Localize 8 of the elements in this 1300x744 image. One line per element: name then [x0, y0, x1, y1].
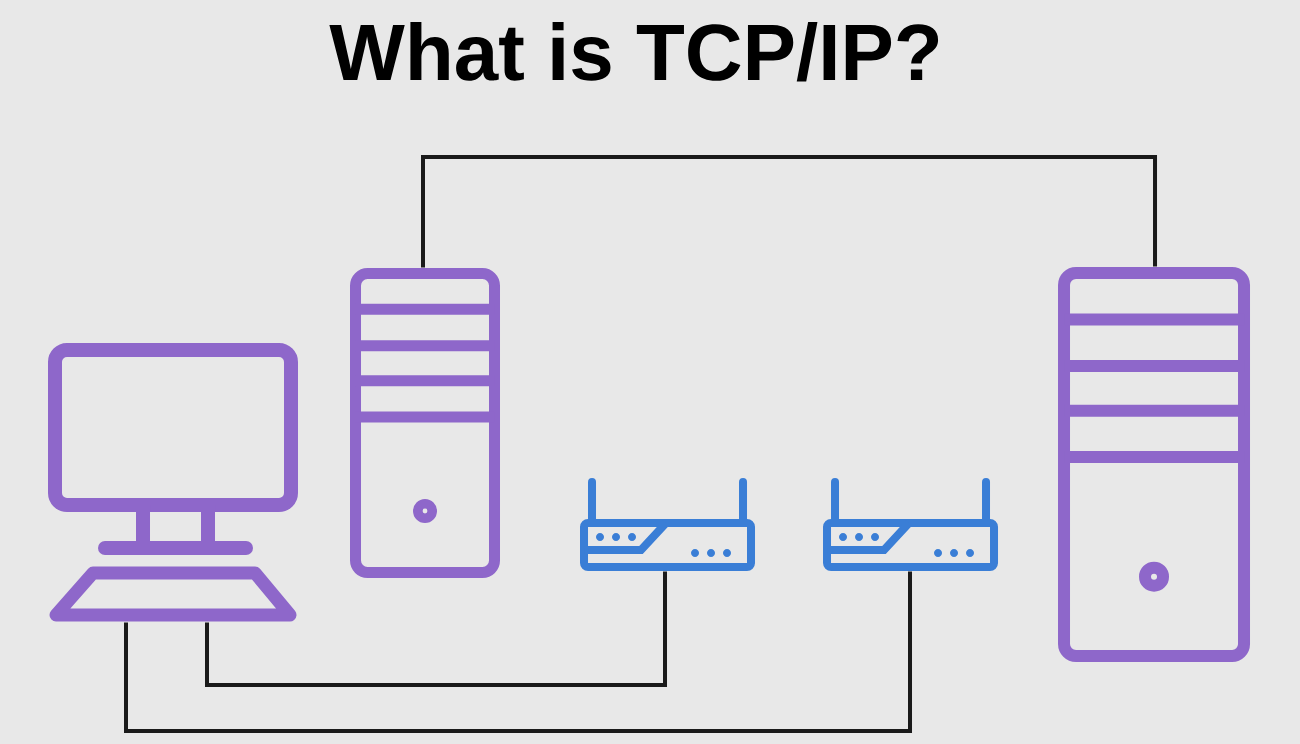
- wireless-router: [823, 478, 998, 571]
- wireless-router: [580, 478, 755, 571]
- connector-line: [421, 155, 1157, 268]
- tower-server: [1058, 267, 1250, 662]
- desktop-computer: [48, 343, 298, 622]
- tower-server: [350, 268, 500, 578]
- title: What is TCP/IP?: [329, 22, 939, 82]
- connector-line: [124, 571, 912, 733]
